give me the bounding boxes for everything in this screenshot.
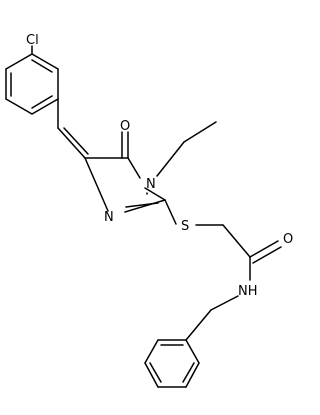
bond: [185, 362, 200, 388]
bond: [84, 157, 109, 212]
bond: [185, 309, 212, 341]
bond: [144, 187, 166, 201]
atom-label-nh: NH: [238, 284, 258, 299]
atom-label-s: S: [181, 219, 189, 234]
bond-c-s: [164, 199, 177, 225]
atom-label-n1: N: [146, 177, 156, 192]
molecule-structure: Cl O N N S O NH: [5, 33, 293, 388]
double-bond-inner: [149, 362, 162, 383]
double-bond-inner: [31, 95, 53, 109]
bond: [222, 224, 251, 258]
bond-amide-carbonyl: [249, 240, 279, 258]
atom-label-o-ketone: O: [120, 119, 130, 134]
bond: [31, 53, 59, 70]
bond-ethyl: [183, 121, 217, 143]
bond: [31, 98, 59, 115]
bond-ethyl: [156, 141, 185, 177]
bond: [5, 53, 33, 70]
chlorophenyl-ring: [5, 53, 59, 115]
bond-amide-carbonyl: [252, 246, 282, 264]
double-bond-inner: [63, 127, 89, 155]
bond: [144, 362, 159, 388]
bond: [124, 199, 166, 213]
double-bond-inner: [125, 202, 159, 208]
bond: [185, 339, 200, 364]
atom-label-o-amide: O: [283, 232, 293, 247]
phenyl-ring: [144, 339, 200, 388]
double-bond-inner: [182, 362, 195, 383]
atom-label-cl: Cl: [26, 33, 39, 48]
imidazolone-ring: [84, 157, 166, 213]
bond: [127, 157, 141, 179]
atom-labels: Cl O N N S O NH: [26, 33, 293, 299]
double-bond-inner: [31, 59, 53, 73]
atom-label-n3: N: [104, 210, 114, 225]
bond: [5, 98, 33, 115]
bond: [144, 339, 159, 364]
bond: [57, 127, 86, 159]
bond-n-ch2: [210, 295, 239, 311]
